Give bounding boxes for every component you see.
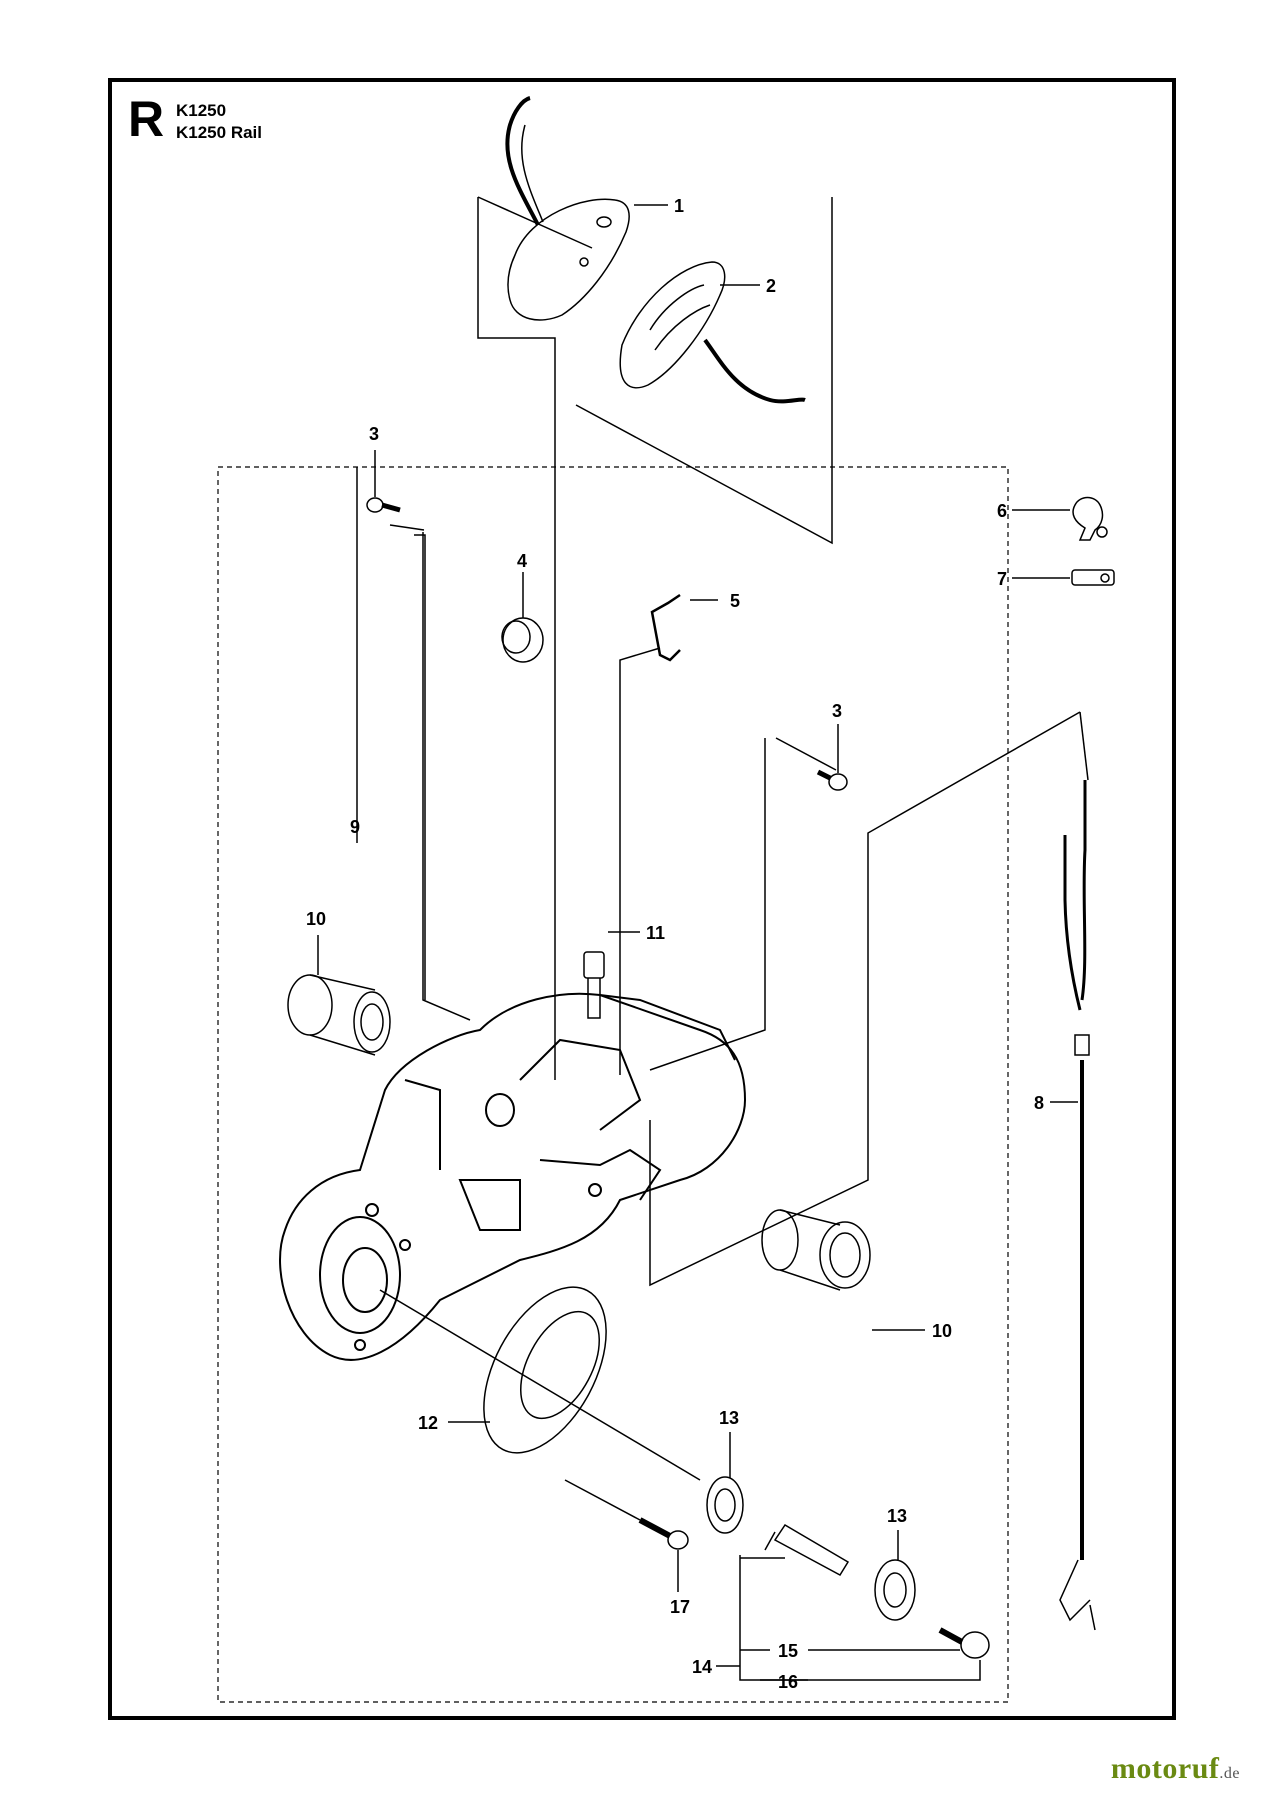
model-name-1: K1250 (176, 101, 227, 120)
assembly-line-screw (389, 524, 425, 531)
callout-14: 14 (692, 1657, 712, 1677)
watermark-tld: .de (1219, 1765, 1240, 1782)
callout-17: 17 (670, 1597, 690, 1617)
callout-1: 1 (674, 196, 684, 216)
part-5-spring-clip (650, 593, 681, 662)
part-3-screw-top (366, 497, 401, 513)
callout-13-left: 13 (719, 1408, 739, 1428)
part-3-screw-mid (816, 769, 848, 791)
part-12-ring (483, 1286, 607, 1454)
watermark-logo: motoruf.de (1111, 1752, 1240, 1786)
callout-11: 11 (646, 923, 665, 943)
callout-3-mid: 3 (832, 701, 842, 721)
callout-10-top: 10 (306, 909, 326, 929)
part-4-cap (501, 617, 544, 663)
callout-16: 16 (778, 1672, 798, 1692)
callout-12: 12 (418, 1413, 438, 1433)
part-13-bearing-left (706, 1476, 744, 1534)
part-15-bolt (938, 1627, 990, 1659)
callout-3-top: 3 (369, 424, 379, 444)
section-letter: R (128, 91, 165, 147)
part-17-screw (638, 1517, 689, 1550)
part-11-bolt (583, 951, 605, 1019)
assembly-line-top (477, 197, 556, 1080)
callout-5: 5 (730, 591, 740, 611)
part-6-clamp (1072, 496, 1108, 541)
callout-10-bottom: 10 (932, 1321, 952, 1341)
part-10-sleeve-bottom (761, 1209, 871, 1291)
callout-4: 4 (517, 551, 527, 571)
part-1-cover (505, 96, 630, 321)
part-2-switch (619, 261, 806, 404)
part-8-cable (1059, 780, 1096, 1631)
part-10-sleeve-top (287, 974, 391, 1056)
watermark-brand: motoruf (1110, 1752, 1220, 1785)
assembly-line-5 (619, 647, 661, 1075)
assembly-line-handle (575, 197, 833, 545)
assembly-line-left (414, 534, 426, 1000)
callout-9: 9 (350, 817, 360, 837)
callout-6: 6 (997, 501, 1007, 521)
part-14-shaft (764, 1523, 850, 1576)
part-13-bearing-right (874, 1559, 916, 1621)
part-9-housing (279, 992, 747, 1361)
assembly-line-8 (649, 711, 1081, 1287)
callout-8: 8 (1034, 1093, 1044, 1113)
assembly-line-3b (649, 738, 766, 1071)
callout-15: 15 (778, 1641, 798, 1661)
callout-7: 7 (997, 569, 1007, 589)
assembly-box-9 (217, 466, 1009, 1703)
callout-13-right: 13 (887, 1506, 907, 1526)
model-name-2: K1250 Rail (176, 123, 262, 142)
callout-2: 2 (766, 276, 776, 296)
diagram-frame (108, 78, 1176, 1720)
part-7-cable-lug (1071, 569, 1115, 586)
assembly-line-3a (422, 532, 471, 1021)
